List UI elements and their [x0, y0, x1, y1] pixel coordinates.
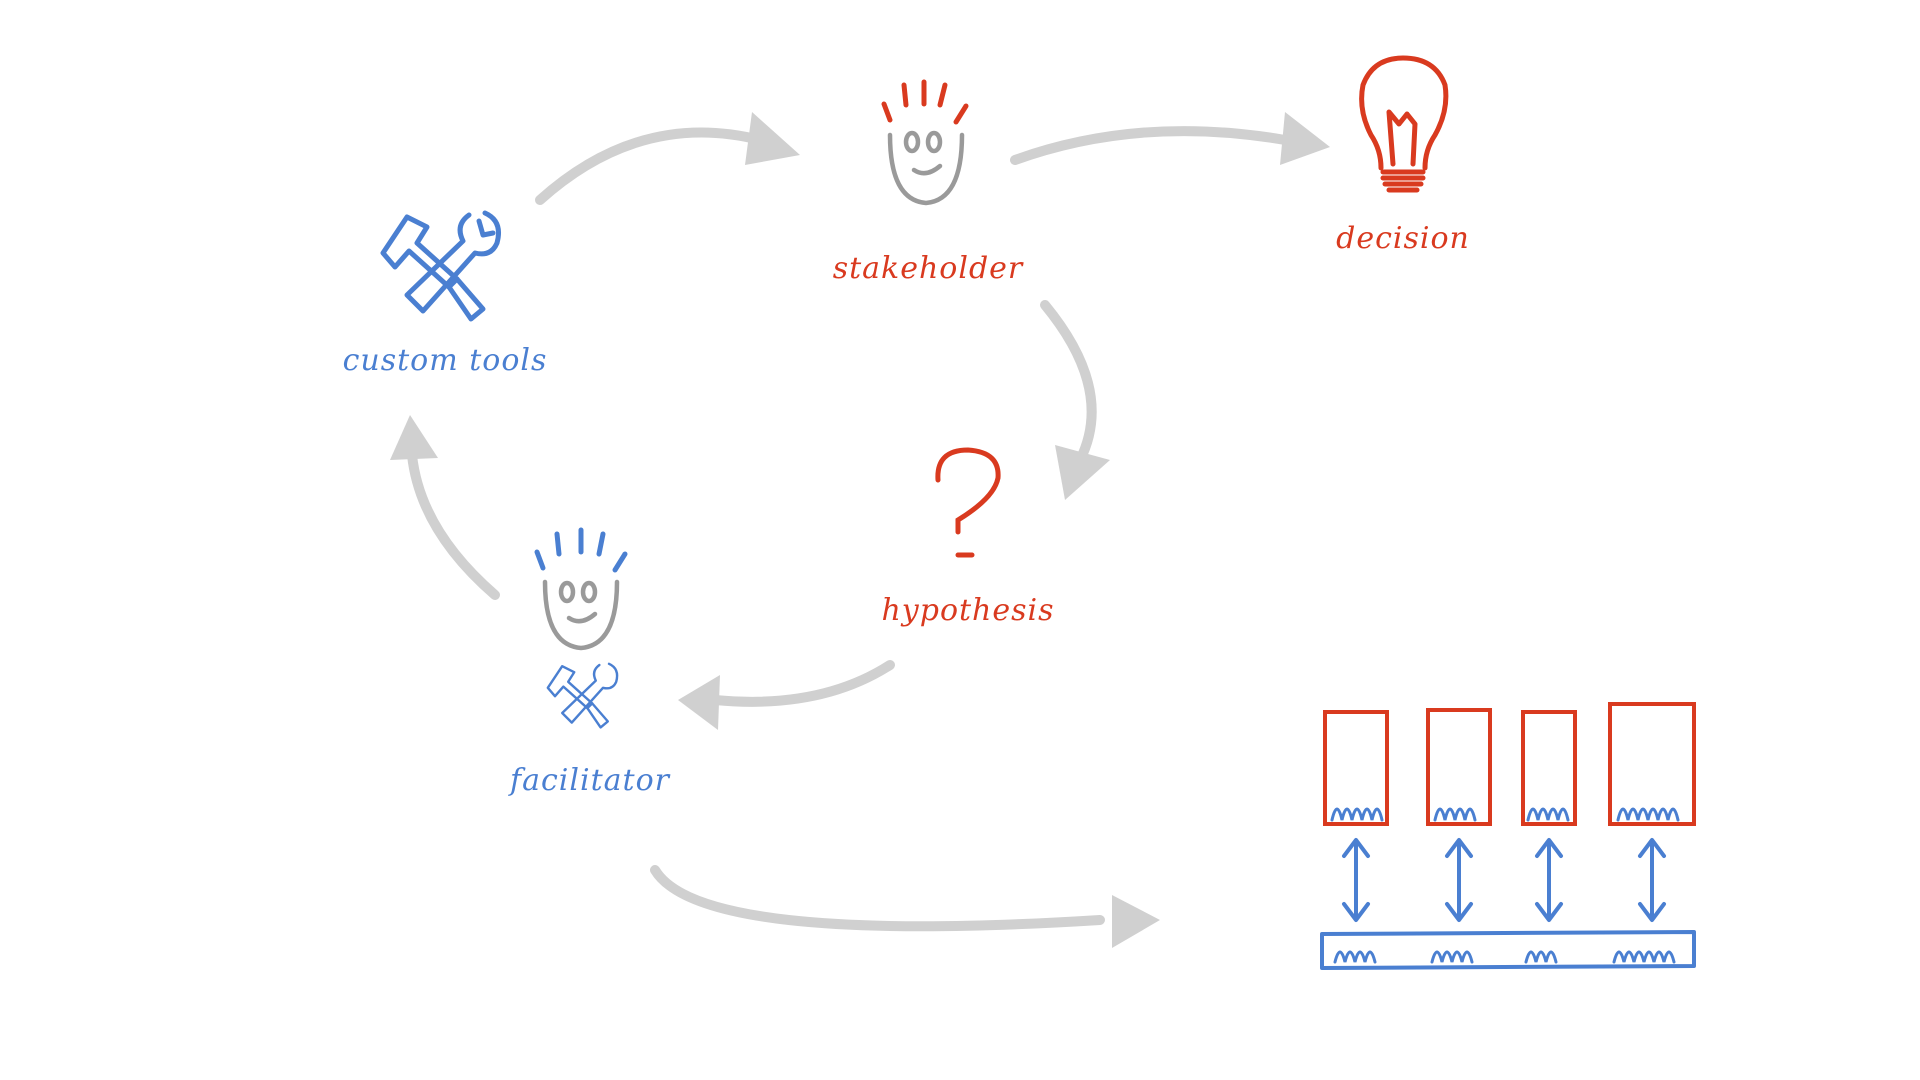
system-box-3 [1521, 710, 1577, 826]
arrow-facilitator-to-system [650, 865, 1160, 948]
arrow-hypothesis-to-facilitator [678, 660, 895, 730]
decision-label: decision [1336, 221, 1470, 256]
linked-boxes-icon [1320, 702, 1696, 970]
facilitator-icon [534, 527, 628, 729]
system-box-1 [1323, 710, 1389, 826]
facilitator-label: facilitator [508, 763, 671, 798]
lightbulb-icon [1359, 55, 1449, 193]
arrow-stakeholder-to-decision [1010, 112, 1330, 165]
hammer-wrench-icon [380, 210, 501, 322]
system-box-2 [1426, 708, 1492, 826]
arrow-tools-to-stakeholder [535, 112, 800, 205]
custom-tools-label: custom tools [343, 343, 548, 378]
stakeholder-label: stakeholder [833, 251, 1024, 286]
hypothesis-label: hypothesis [881, 593, 1054, 628]
system-box-4 [1608, 702, 1696, 826]
stakeholder-icon [881, 79, 969, 206]
arrow-facilitator-to-tools [390, 415, 500, 600]
question-mark-icon [935, 447, 1001, 558]
arrow-stakeholder-to-hypothesis [1040, 300, 1110, 500]
